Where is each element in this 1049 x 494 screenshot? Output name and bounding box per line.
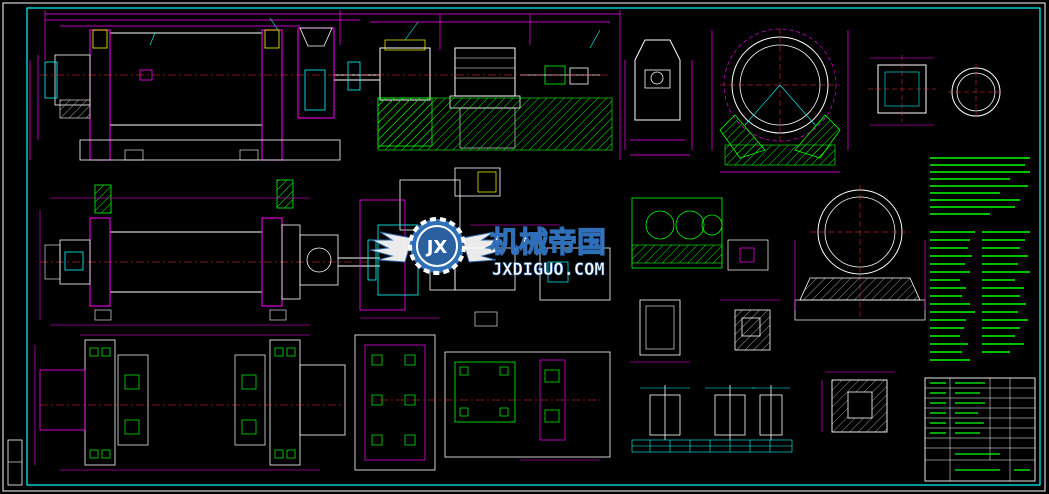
foundation-plan bbox=[34, 334, 346, 471]
detail-hatched-block bbox=[821, 371, 895, 433]
wing-left-icon bbox=[369, 231, 413, 263]
anchor-bolt-details bbox=[640, 385, 790, 440]
mill-cross-section-top bbox=[711, 28, 849, 173]
mill-plan-view bbox=[39, 179, 380, 326]
detail-square-top bbox=[868, 55, 936, 126]
drive-foundation-plan bbox=[354, 334, 611, 471]
parts-table bbox=[631, 439, 793, 453]
brand-name: 机械帝国 bbox=[490, 225, 606, 259]
gear-logo-icon: JX bbox=[408, 217, 466, 275]
detail-section-small bbox=[630, 299, 780, 363]
wing-right-icon bbox=[461, 231, 505, 263]
gear-drive-detail bbox=[631, 197, 769, 271]
mill-cross-section-mid bbox=[794, 185, 926, 321]
detail-ring-top bbox=[948, 64, 1004, 120]
housing-end-view bbox=[624, 39, 693, 156]
brand-watermark: JX 机械帝国 JXDIGUO.COM bbox=[369, 217, 607, 280]
logo-letters: JX bbox=[425, 237, 448, 258]
brand-url: JXDIGUO.COM bbox=[492, 260, 605, 280]
technical-notes bbox=[930, 157, 1030, 361]
title-block bbox=[924, 377, 1036, 482]
mill-side-elevation bbox=[29, 10, 621, 161]
